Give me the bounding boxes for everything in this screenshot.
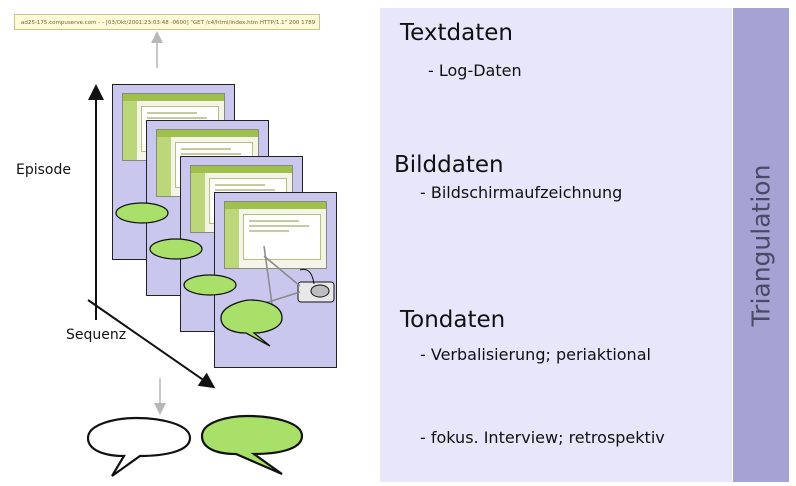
section-item: - Verbalisierung; periaktional <box>420 345 651 364</box>
pointer-arrow <box>263 255 301 287</box>
data-types-panel <box>380 8 732 482</box>
speech-bubble-icon <box>149 238 203 260</box>
card-overlays <box>86 202 335 477</box>
diagram-connectors <box>87 31 216 415</box>
speech-bubble-icon <box>115 202 169 224</box>
sequence-axis-arrow <box>87 299 216 389</box>
triangulation-label-wrap: Triangulation <box>733 8 789 482</box>
section-item: - Bildschirmaufzeichnung <box>420 183 623 202</box>
section-item: - fokus. Interview; retrospektiv <box>420 428 665 447</box>
speech-bubble-icon <box>183 274 237 296</box>
sequence-label: Sequenz <box>66 327 127 343</box>
triangulation-strip <box>733 8 789 482</box>
section-heading-image: Bilddaten <box>394 152 504 178</box>
log-data-line: ad25-175.compuserve.com - - [03/Okt/2001… <box>14 14 320 30</box>
pointer-arrow <box>263 245 273 305</box>
mouse-icon <box>297 268 335 303</box>
section-heading-text: Textdaten <box>400 20 513 46</box>
screenshot-thumbnail <box>224 201 327 269</box>
green-speech-bubble-icon <box>200 414 304 476</box>
episode-label: Episode <box>16 162 71 178</box>
section-heading-audio: Tondaten <box>400 307 506 333</box>
screenshot-card-4 <box>214 192 337 368</box>
speech-bubble-icon <box>220 299 283 347</box>
triangulation-label: Triangulation <box>746 164 776 326</box>
empty-speech-bubble-icon <box>86 416 192 477</box>
section-item: - Log-Daten <box>428 61 522 80</box>
pointer-arrow <box>261 291 301 305</box>
